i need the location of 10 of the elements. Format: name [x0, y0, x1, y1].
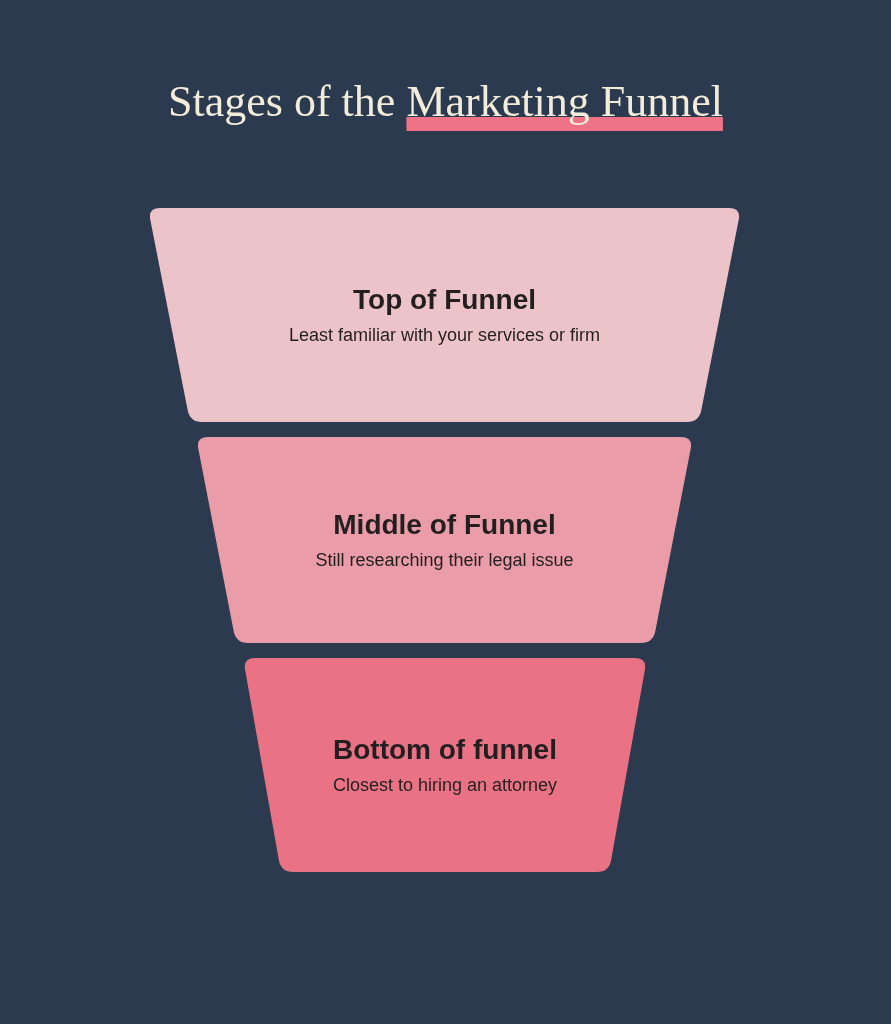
funnel-stage [148, 208, 741, 422]
funnel-stage [196, 437, 693, 643]
stage-heading: Bottom of funnel [333, 733, 557, 767]
stage-heading: Middle of Funnel [333, 508, 556, 542]
stage-heading: Top of Funnel [353, 283, 536, 317]
stage-description: Closest to hiring an attorney [332, 774, 558, 797]
title: Stages of the Marketing Funnel [168, 76, 723, 128]
stage-description: Still researching their legal issue [315, 549, 574, 572]
funnel-stage [243, 658, 647, 872]
stage-description: Least familiar with your services or firm [288, 324, 601, 347]
